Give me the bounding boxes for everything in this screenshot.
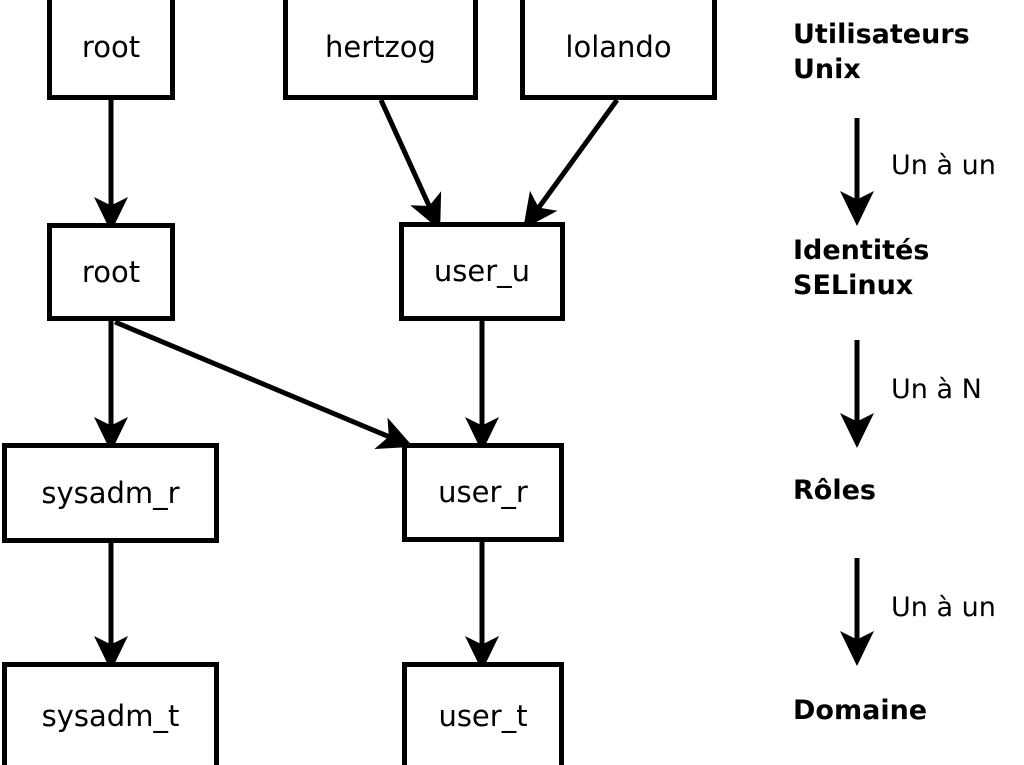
node-dom-sysadm[interactable]: sysadm_t [2, 662, 219, 765]
node-label: sysadm_r [41, 475, 180, 510]
node-label: user_r [438, 475, 528, 509]
node-unix-root[interactable]: root [47, 0, 175, 100]
node-label: root [81, 30, 141, 64]
node-unix-lolando[interactable]: lolando [520, 0, 717, 100]
node-sel-user-u[interactable]: user_u [399, 222, 565, 321]
node-label: sysadm_t [41, 698, 180, 733]
legend-stage-domain: Domaine [793, 695, 928, 726]
legend-legend-label-3: Un à un [891, 592, 996, 623]
node-label: user_u [433, 254, 531, 288]
legend-stage-roles: Rôles [793, 475, 876, 506]
legend-legend-label-2: Un à N [891, 374, 982, 405]
edge-sel-root-to-user-r [114, 319, 414, 450]
node-label: hertzog [325, 30, 436, 64]
node-label: root [81, 254, 141, 289]
legend-stage-selinux-identities: Identités SELinux [793, 235, 930, 301]
node-sel-root[interactable]: root [47, 223, 175, 321]
node-unix-hertzog[interactable]: hertzog [283, 0, 478, 100]
legend-stage-unix-users: Utilisateurs Unix [793, 19, 970, 85]
node-label: lolando [565, 30, 672, 64]
node-role-sysadm[interactable]: sysadm_r [2, 443, 219, 543]
edge-lolando-to-user-u [523, 98, 620, 230]
node-label: user_t [438, 698, 528, 733]
edge-hertzog-to-user-u [378, 98, 442, 231]
node-dom-user[interactable]: user_t [402, 662, 564, 765]
legend-legend-label-1: Un à un [891, 150, 996, 181]
node-role-user[interactable]: user_r [402, 443, 564, 542]
